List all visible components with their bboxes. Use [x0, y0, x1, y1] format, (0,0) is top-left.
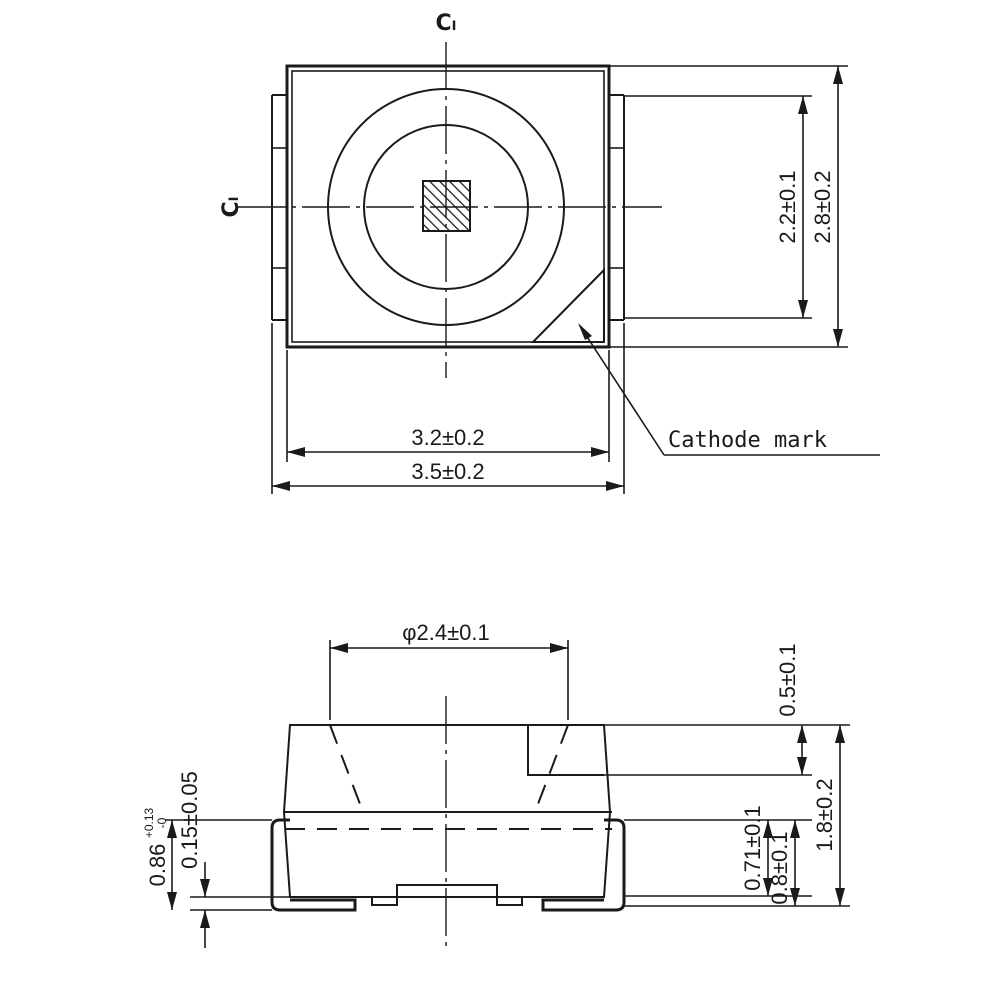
cathode-mark-label: Cathode mark: [668, 428, 827, 453]
dim-width-body: 3.2±0.2: [411, 425, 484, 450]
side-left-dims: 0.86 +0.13 -0 0.15±0.05: [142, 771, 290, 948]
dim-086-tol-plus: +0.13: [142, 807, 156, 838]
cathode-leader: Cathode mark: [578, 323, 880, 456]
dim-015: 0.15±0.05: [177, 771, 202, 869]
dim-total-height: 1.8±0.2: [812, 778, 837, 851]
side-body-upper: [282, 724, 612, 813]
dim-lens-depth: 0.5±0.1: [775, 643, 800, 716]
dim-height-body: 2.8±0.2: [810, 170, 835, 243]
lens-cavity-step: [527, 725, 604, 776]
lead-right: [541, 818, 626, 912]
cathode-mark-chamfer: [530, 267, 605, 343]
lens-cone-right: [534, 724, 569, 813]
top-body-outer: [285, 64, 611, 349]
dim-08: 0.8±0.1: [767, 831, 792, 904]
dim-086: 0.86: [145, 844, 170, 887]
side-view: φ2.4±0.1 0.5±0.1 1.8±0.2 0.71±0.1 0.8: [142, 620, 850, 950]
dim-height-lens: 2.2±0.1: [775, 170, 800, 243]
lens-diameter-dim: φ2.4±0.1: [329, 620, 569, 720]
height-dimensions: 2.2±0.1 2.8±0.2: [609, 65, 848, 348]
right-leads: [609, 94, 625, 321]
dim-086-tol-minus: -0: [155, 817, 169, 828]
centerline-symbol-top: Cₗ: [436, 11, 457, 36]
dim-width-total: 3.5±0.2: [411, 459, 484, 484]
lens-cone-left: [329, 724, 364, 813]
side-right-dims: 0.5±0.1 1.8±0.2 0.71±0.1 0.8±0.1: [604, 643, 850, 907]
dim-071: 0.71±0.1: [740, 805, 765, 890]
side-body-lower: [282, 811, 612, 898]
centerline-symbol-left: Cₗ: [219, 197, 244, 218]
top-view: Cₗ Cₗ 3.2±0.2 3.5±0.2: [219, 11, 880, 494]
dim-lens-diameter: φ2.4±0.1: [402, 620, 490, 645]
lead-left: [270, 818, 357, 912]
bottom-pads: [355, 884, 543, 906]
width-dimensions: 3.2±0.2 3.5±0.2: [271, 323, 625, 494]
